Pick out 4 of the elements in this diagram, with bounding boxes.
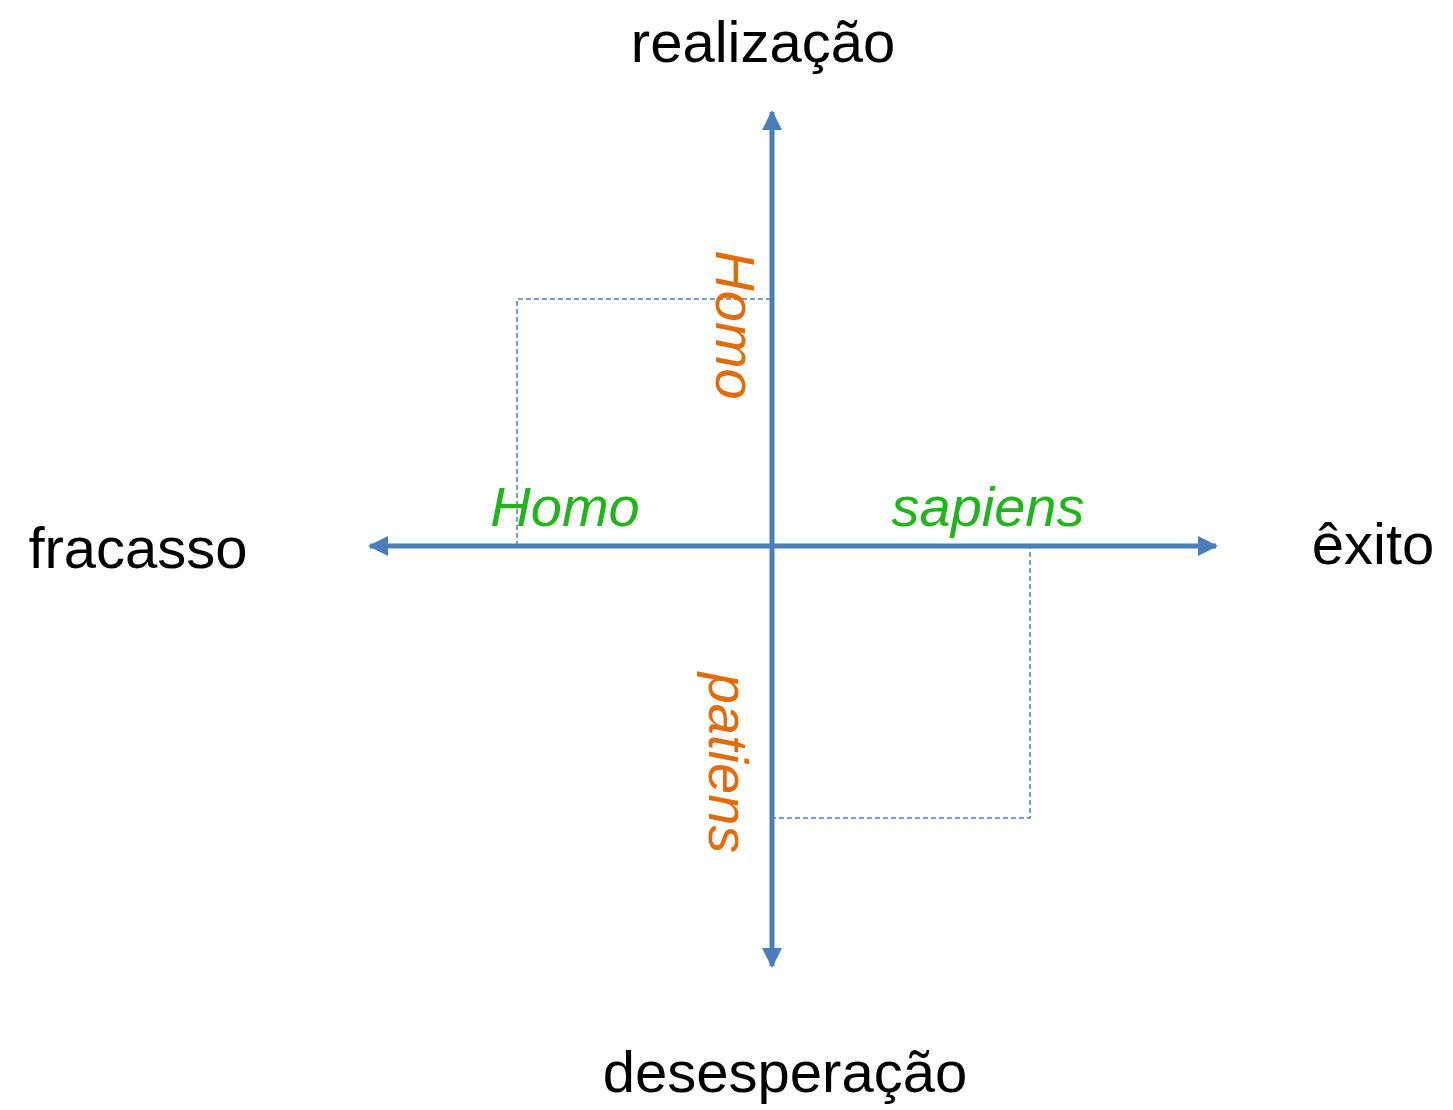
axis-label: fracasso bbox=[28, 519, 248, 577]
rotated-label: Homo bbox=[707, 250, 763, 400]
axis-term-label: Homo bbox=[490, 479, 640, 535]
axis-label: êxito bbox=[1311, 515, 1435, 573]
